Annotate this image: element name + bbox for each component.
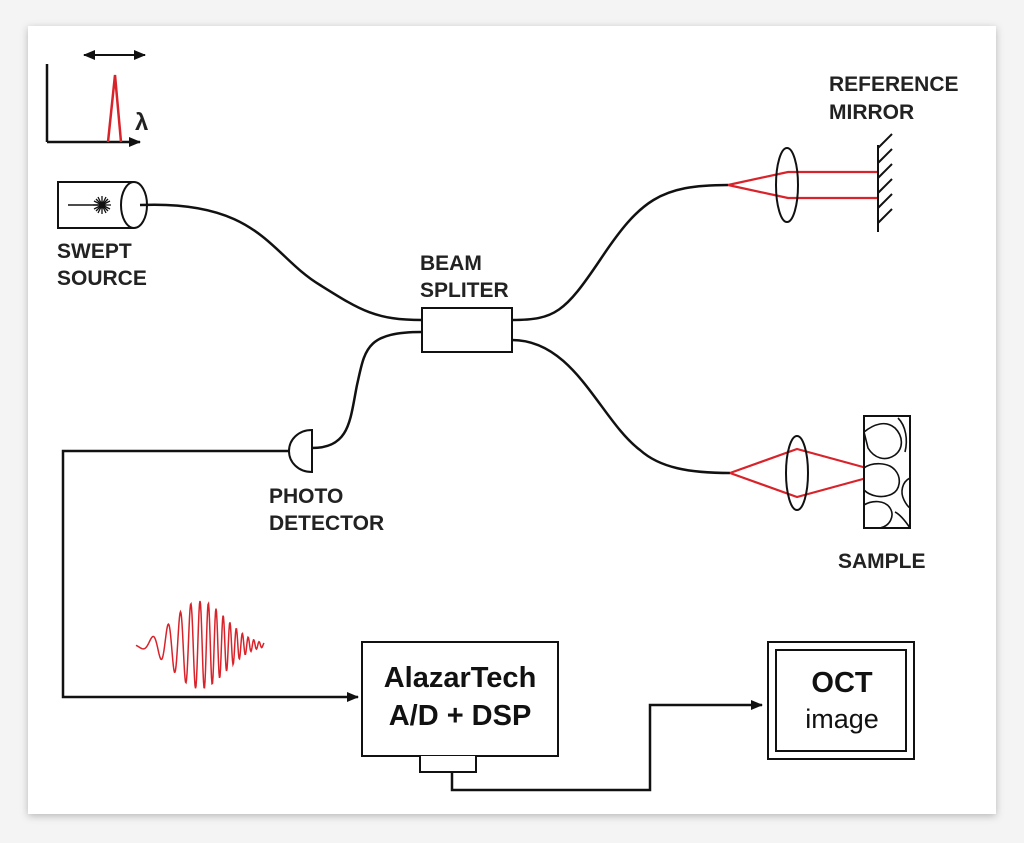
beam-splitter-label-line1: BEAM	[420, 252, 482, 275]
fiber-source-to-splitter	[139, 203, 423, 322]
interference-signal	[135, 600, 265, 689]
laser-burst-icon	[93, 196, 111, 214]
alazartech-digitizer: AlazarTech A/D + DSP	[361, 641, 559, 773]
lambda-symbol: λ	[135, 109, 148, 136]
fiber-splitter-to-sample	[511, 338, 731, 475]
swept-source-label-line1: SWEPT	[57, 240, 132, 263]
swept-source-icon	[57, 181, 148, 229]
photo-detector-label-line2: DETECTOR	[269, 512, 384, 535]
oct-label-line1: OCT	[811, 667, 873, 699]
reference-beam	[727, 170, 878, 200]
signal-cable-to-digitizer	[61, 449, 359, 702]
beam-splitter-box	[421, 307, 513, 353]
digitizer-connector	[419, 756, 477, 773]
spectral-peak	[106, 74, 123, 143]
reference-mirror-label-line1: REFERENCE	[829, 73, 959, 96]
digitizer-label-line2: A/D + DSP	[389, 700, 532, 732]
beam-splitter-label-line2: SPLITER	[420, 279, 509, 302]
swept-source-label-line2: SOURCE	[57, 267, 147, 290]
spectrum-inset: λ	[45, 50, 148, 147]
digitizer-box	[361, 641, 559, 757]
sample-beam	[729, 447, 886, 499]
digitizer-label-line1: AlazarTech	[384, 662, 537, 694]
photo-detector-label-line1: PHOTO	[269, 485, 343, 508]
oct-image-display: OCT image	[767, 641, 915, 760]
sample-label: SAMPLE	[838, 550, 926, 573]
fiber-splitter-to-reference	[511, 183, 729, 322]
fiber-splitter-to-detector	[311, 330, 423, 450]
reference-lens	[775, 147, 799, 223]
sample-lens	[785, 435, 809, 511]
reference-mirror-icon	[877, 133, 893, 232]
oct-label-line2: image	[805, 704, 879, 734]
data-cable-to-oct-image	[450, 700, 763, 792]
reference-mirror-label-line2: MIRROR	[829, 101, 914, 124]
fiber-paths	[139, 183, 731, 475]
sample-tissue-icon	[863, 415, 911, 529]
